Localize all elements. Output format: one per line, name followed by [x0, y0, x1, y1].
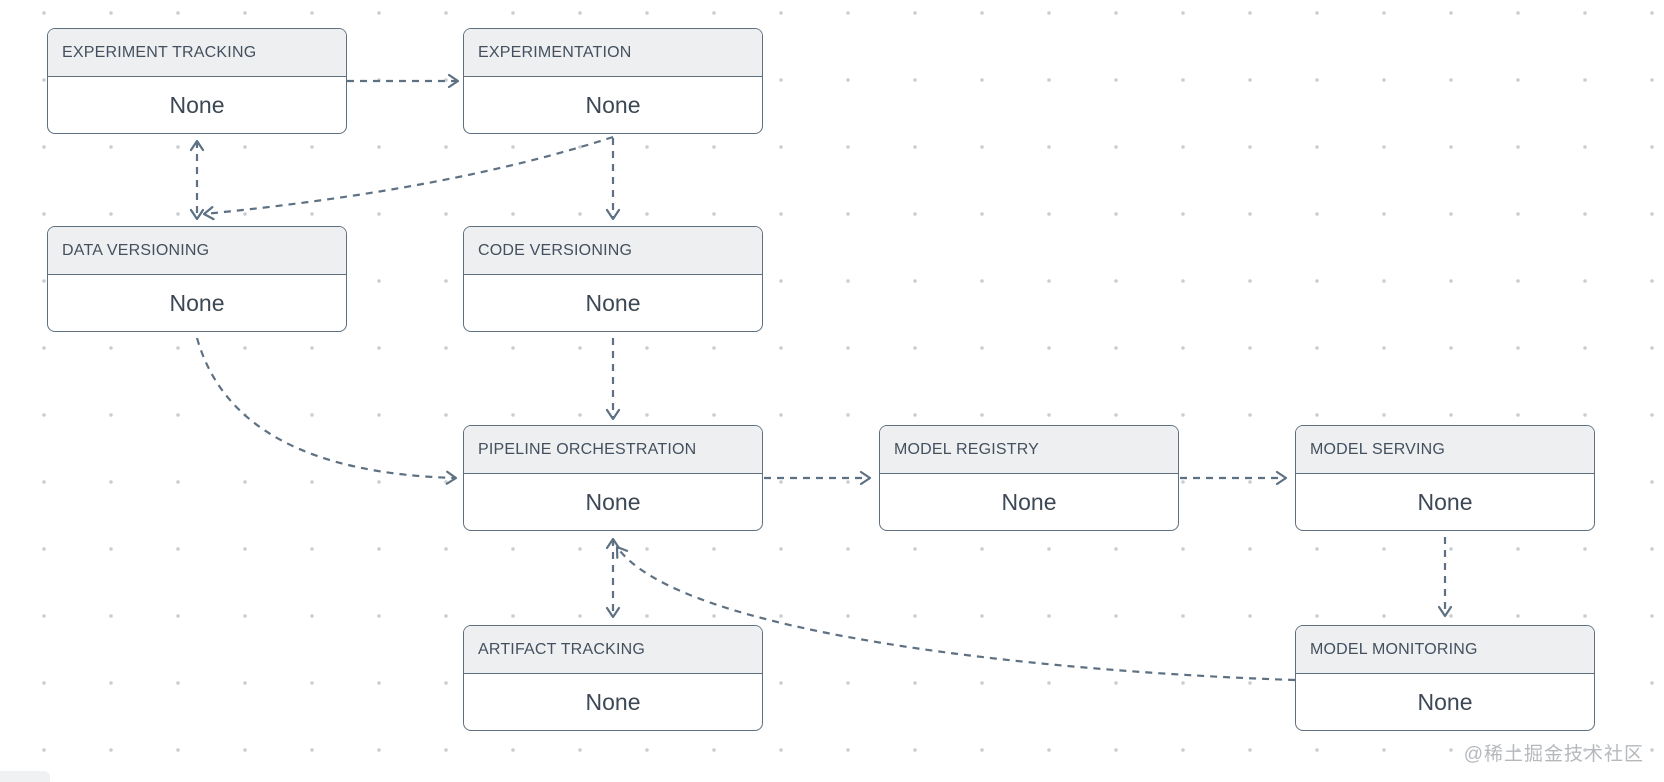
edge-model-monitoring-to-pipeline-orchestration[interactable]	[615, 545, 1296, 682]
node-value: None	[169, 91, 225, 118]
node-value: None	[585, 289, 641, 316]
node-value: None	[169, 289, 225, 316]
node-title: EXPERIMENT TRACKING	[48, 29, 346, 77]
edges-group	[189, 73, 1453, 682]
node-title: CODE VERSIONING	[464, 227, 762, 275]
node-pipeline-orchestration[interactable]: PIPELINE ORCHESTRATION None	[463, 425, 763, 531]
node-data-versioning[interactable]: DATA VERSIONING None	[47, 226, 347, 332]
node-artifact-tracking[interactable]: ARTIFACT TRACKING None	[463, 625, 763, 731]
node-value: None	[585, 488, 641, 515]
node-title: MODEL SERVING	[1296, 426, 1594, 474]
node-value: None	[1417, 488, 1473, 515]
edge-data-versioning-to-pipeline-orchestration[interactable]	[195, 337, 458, 485]
node-title: ARTIFACT TRACKING	[464, 626, 762, 674]
node-experiment-tracking[interactable]: EXPERIMENT TRACKING None	[47, 28, 347, 134]
node-model-monitoring[interactable]: MODEL MONITORING None	[1295, 625, 1595, 731]
attribution-panel	[0, 771, 50, 782]
node-title: MODEL MONITORING	[1296, 626, 1594, 674]
node-model-serving[interactable]: MODEL SERVING None	[1295, 425, 1595, 531]
watermark: @稀土掘金技术社区	[1463, 744, 1644, 765]
node-value: None	[1417, 688, 1473, 715]
node-title: DATA VERSIONING	[48, 227, 346, 275]
node-value: None	[1001, 488, 1057, 515]
node-value: None	[585, 688, 641, 715]
node-title: EXPERIMENTATION	[464, 29, 762, 77]
node-model-registry[interactable]: MODEL REGISTRY None	[879, 425, 1179, 531]
node-title: PIPELINE ORCHESTRATION	[464, 426, 762, 474]
node-value: None	[585, 91, 641, 118]
node-experimentation[interactable]: EXPERIMENTATION None	[463, 28, 763, 134]
edge-experimentation-to-data-versioning[interactable]	[202, 135, 614, 221]
node-title: MODEL REGISTRY	[880, 426, 1178, 474]
node-code-versioning[interactable]: CODE VERSIONING None	[463, 226, 763, 332]
